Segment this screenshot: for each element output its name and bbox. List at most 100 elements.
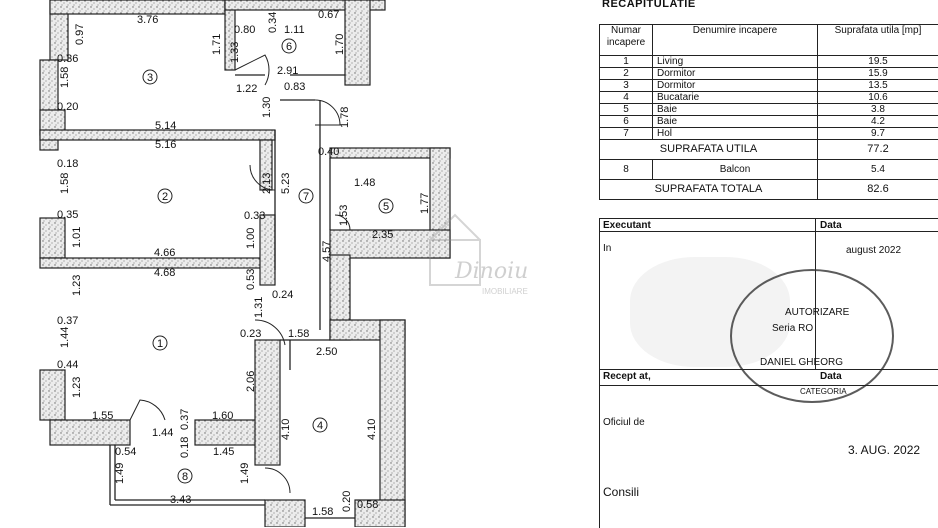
- dimension-label: 1.49: [114, 463, 126, 484]
- row-name: Dormitor: [653, 68, 818, 80]
- row-area: 9.7: [818, 128, 938, 140]
- dimension-label: 0.24: [272, 289, 293, 301]
- dimension-label: 2.13: [261, 173, 273, 194]
- row-nr: 3: [600, 80, 653, 92]
- dimension-label: 0.80: [234, 24, 255, 36]
- signature-block: Executant Data In august 2022 AUTORIZARE…: [599, 218, 938, 528]
- row-nr: 7: [600, 128, 653, 140]
- row-area: 15.9: [818, 68, 938, 80]
- dimension-label: 0.53: [245, 269, 257, 290]
- room-number: 7: [303, 191, 309, 203]
- dimension-label: 1.70: [334, 34, 346, 55]
- balcon-area: 5.4: [818, 160, 938, 180]
- dimension-label: 0.36: [57, 53, 78, 65]
- dimension-label: 0.37: [57, 315, 78, 327]
- row-name: Dormitor: [653, 80, 818, 92]
- dimension-label: 0.58: [357, 499, 378, 511]
- dimension-label: 5.14: [155, 120, 176, 132]
- dimension-label: 1.78: [339, 107, 351, 128]
- dimension-label: 2.91: [277, 65, 298, 77]
- dimension-label: 0.18: [179, 437, 191, 458]
- stamp-line: DANIEL GHEORG: [760, 357, 843, 368]
- dimension-label: 1.01: [71, 227, 83, 248]
- row-nr: 1: [600, 56, 653, 68]
- executant-label: Executant: [603, 220, 651, 231]
- row-area: 4.2: [818, 116, 938, 128]
- dimension-label: 1.45: [213, 446, 234, 458]
- dimension-label: 1.23: [71, 275, 83, 296]
- dimension-label: 1.23: [71, 377, 83, 398]
- data2-label: Data: [820, 371, 842, 382]
- dimension-label: 0.40: [318, 146, 339, 158]
- dimension-label: 1.71: [211, 34, 223, 55]
- consili-label: Consili: [603, 485, 639, 499]
- row-area: 3.8: [818, 104, 938, 116]
- util-value: 77.2: [818, 140, 938, 160]
- dimension-label: 1.55: [92, 410, 113, 422]
- dimension-label: 0.44: [57, 359, 78, 371]
- row-name: Hol: [653, 128, 818, 140]
- util-label: SUPRAFATA UTILA: [600, 140, 818, 160]
- dimension-label: 2.50: [316, 346, 337, 358]
- receptie-label: Recept at,: [603, 371, 651, 382]
- oficiul-label: Oficiul de: [603, 417, 645, 428]
- walls: [40, 0, 450, 527]
- recap-panel: RECAPITULATIE Numar incapere Denumire in…: [590, 0, 938, 527]
- dimension-label: 1.31: [253, 297, 265, 318]
- balcon-nr: 8: [600, 160, 653, 180]
- recap-table: Numar incapere Denumire incapere Suprafa…: [599, 24, 938, 200]
- dimension-label: 1.44: [59, 327, 71, 348]
- stamp-line: Seria RO: [772, 323, 813, 334]
- table-header-row: Numar incapere Denumire incapere Suprafa…: [600, 25, 938, 56]
- dimension-label: 0.35: [57, 209, 78, 221]
- dimension-label: 1.60: [212, 410, 233, 422]
- dimension-label: 4.66: [154, 247, 175, 259]
- room-number: 3: [147, 72, 153, 84]
- dimension-label: 1.48: [354, 177, 375, 189]
- balcon-row: 8 Balcon 5.4: [600, 160, 938, 180]
- total-value: 82.6: [818, 180, 938, 200]
- dimension-label: 0.20: [57, 101, 78, 113]
- dimension-label: 0.34: [267, 12, 279, 33]
- row-name: Baie: [653, 116, 818, 128]
- dimension-label: 0.67: [318, 9, 339, 21]
- recap-title: RECAPITULATIE: [602, 0, 696, 10]
- util-row: SUPRAFATA UTILA 77.2: [600, 140, 938, 160]
- stamp-line: AUTORIZARE: [785, 307, 849, 318]
- floor-plan: 3 2 1 4 5 6 7 8 3.76 0.97 0.36 1.58 0.20…: [0, 0, 590, 527]
- dimension-label: 1.58: [59, 67, 71, 88]
- row-nr: 4: [600, 92, 653, 104]
- dimension-label: 4.57: [321, 241, 333, 262]
- row-nr: 5: [600, 104, 653, 116]
- total-label: SUPRAFATA TOTALA: [600, 180, 818, 200]
- row-name: Bucatarie: [653, 92, 818, 104]
- dimension-label: 2.35: [372, 229, 393, 241]
- header-name: Denumire incapere: [653, 25, 818, 56]
- dimension-label: 1.30: [261, 97, 273, 118]
- room-number: 1: [157, 338, 163, 350]
- room-number: 8: [182, 471, 188, 483]
- dimension-label: 2.06: [245, 371, 257, 392]
- dimension-label: 0.37: [179, 409, 191, 430]
- row-area: 19.5: [818, 56, 938, 68]
- dimension-label: 1.00: [245, 228, 257, 249]
- dimension-label: 1.22: [236, 83, 257, 95]
- dimension-label: 5.16: [155, 139, 176, 151]
- dimension-label: 5.23: [280, 173, 292, 194]
- dimension-label: 1.58: [288, 328, 309, 340]
- dimension-label: 3.43: [170, 494, 191, 506]
- row-nr: 2: [600, 68, 653, 80]
- dimension-label: 0.20: [341, 491, 353, 512]
- balcon-name: Balcon: [653, 160, 818, 180]
- dimension-label: 1.53: [338, 205, 350, 226]
- dimension-label: 0.54: [115, 446, 136, 458]
- dimension-label: 1.11: [284, 24, 305, 36]
- dimension-label: 4.10: [366, 419, 378, 440]
- row-area: 13.5: [818, 80, 938, 92]
